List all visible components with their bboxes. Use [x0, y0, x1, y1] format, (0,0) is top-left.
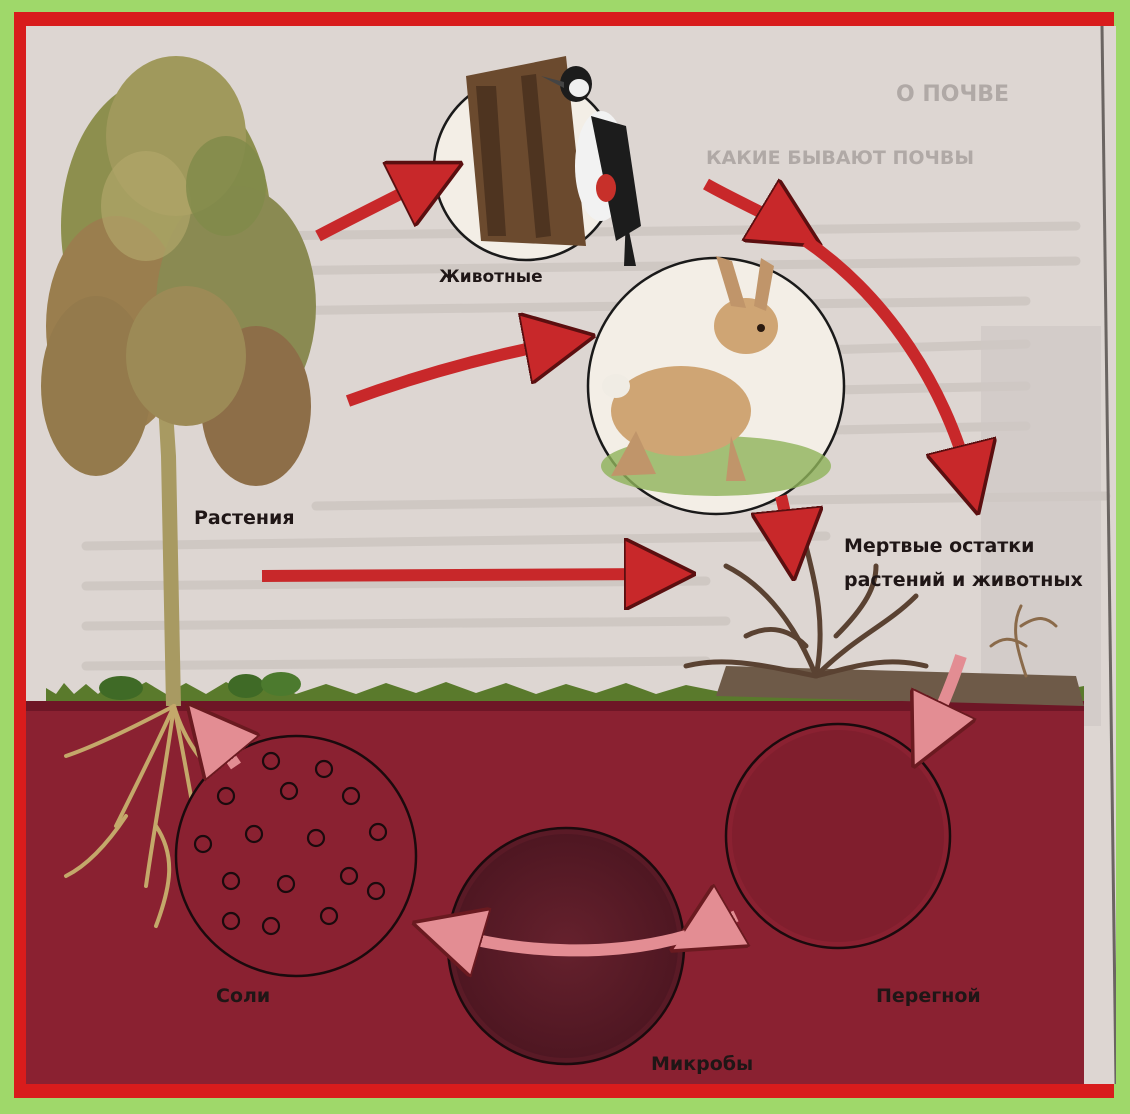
label-plants: Растения	[194, 507, 295, 529]
soil-cycle-diagram: О ПОЧВЕ КАКИЕ БЫВАЮТ ПОЧВЫ	[26, 26, 1116, 1084]
label-salts: Соли	[216, 985, 270, 1007]
arrow-tree-to-remains	[262, 574, 666, 576]
label-dead-remains-line1: Мертвые остатки	[844, 535, 1034, 557]
label-animals: Животные	[439, 267, 543, 287]
salts-circle	[176, 736, 416, 976]
label-dead-remains-line2: растений и животных	[844, 569, 1083, 591]
soil-dark-band	[26, 701, 1084, 711]
book-heading-2: КАКИЕ БЫВАЮТ ПОЧВЫ	[706, 147, 974, 169]
page-edge	[981, 326, 1101, 726]
label-humus: Перегной	[876, 985, 981, 1007]
book-heading-1: О ПОЧВЕ	[896, 82, 1009, 107]
label-microbes: Микробы	[651, 1053, 753, 1075]
humus-circle	[726, 724, 950, 948]
hare-circle	[588, 256, 844, 514]
